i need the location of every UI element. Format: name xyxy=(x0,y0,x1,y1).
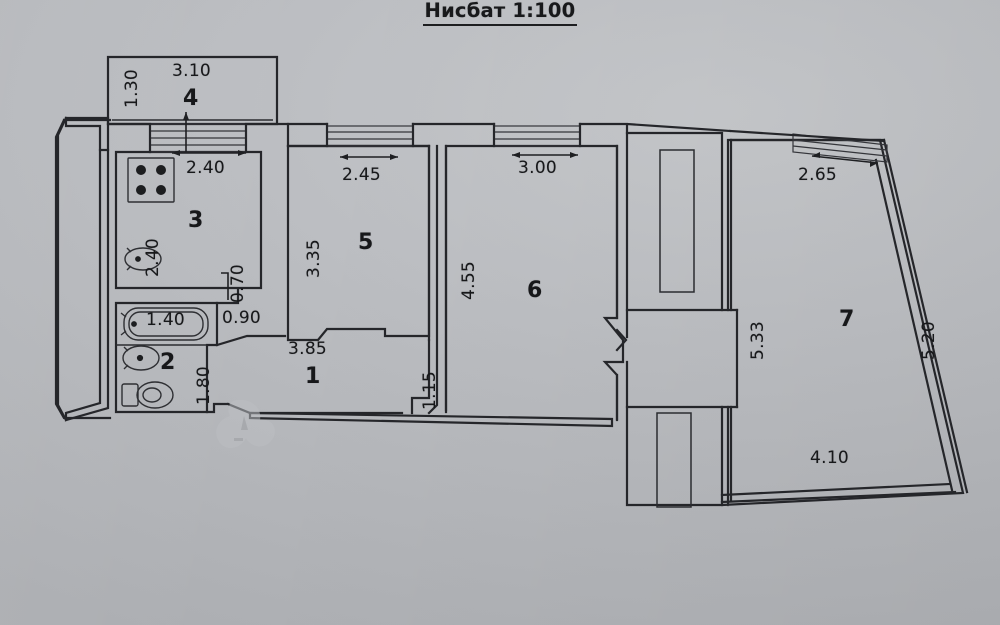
dim-room6-window: 3.00 xyxy=(518,158,558,178)
dim-arrow-head xyxy=(812,152,878,167)
dim-room5-depth: 3.35 xyxy=(304,238,324,278)
room-number-6: 6 xyxy=(527,278,543,303)
dim-room5-window: 2.45 xyxy=(342,165,382,185)
stove-icon xyxy=(127,157,175,203)
hall-notch xyxy=(410,338,431,415)
room-number-4: 4 xyxy=(183,86,199,111)
exterior-wall-left-inner xyxy=(64,148,110,422)
dim-arrow-head xyxy=(172,150,246,156)
room6-door-jog xyxy=(615,328,628,352)
exterior-wall-left-top-ledge xyxy=(64,116,102,152)
stove-burner xyxy=(156,185,166,195)
plan-title: Нисбат 1:100 xyxy=(0,0,1000,27)
stove-burner xyxy=(136,165,146,175)
plan-title-text: Нисбат 1:100 xyxy=(422,0,578,27)
left-wall-band xyxy=(54,118,112,420)
bathtub-drain xyxy=(131,321,137,327)
kitchen-sink-drain xyxy=(135,256,141,262)
dim-hall-notch: 1.15 xyxy=(420,370,440,410)
bathroom-sink-tap xyxy=(123,346,129,370)
bathtub-tap xyxy=(120,312,127,336)
dim-wc-door: 0.70 xyxy=(228,263,248,303)
dim-kitchen-window: 2.40 xyxy=(186,158,226,178)
room-number-2: 2 xyxy=(160,350,176,375)
kitchen-sink-tap xyxy=(126,247,132,271)
bathtub-inner xyxy=(128,311,204,337)
room5-room6-divider xyxy=(427,144,439,415)
window-room5-icon xyxy=(326,125,414,147)
room7-bottom-wall-inner xyxy=(720,482,952,497)
dim-balcony-depth: 1.30 xyxy=(122,68,142,108)
bathroom-sink-icon xyxy=(122,345,160,371)
room-number-5: 5 xyxy=(358,230,374,255)
bathroom-sink-drain xyxy=(136,354,144,362)
dim-room7-bottom: 4.10 xyxy=(810,448,850,468)
hall-outline xyxy=(205,288,404,415)
top-exterior-wall-3 xyxy=(728,129,886,143)
niche-top-outline xyxy=(625,131,724,312)
dim-arrow-head xyxy=(512,152,578,158)
dim-corridor-width: 0.90 xyxy=(222,308,262,328)
toilet-seat-icon xyxy=(142,387,162,403)
dim-room7-window: 2.65 xyxy=(798,165,838,185)
toilet-tank-icon xyxy=(121,383,139,407)
toilet-bowl-icon xyxy=(136,381,174,409)
corridor-bottom-wall xyxy=(248,411,614,428)
stove-burner xyxy=(156,165,166,175)
stove-burner xyxy=(136,185,146,195)
room7-outline xyxy=(720,138,965,507)
room-number-7: 7 xyxy=(839,307,855,332)
dim-bath-width: 1.80 xyxy=(194,365,214,405)
room7-bottom-wall xyxy=(720,490,957,504)
top-exterior-wall-2 xyxy=(286,122,732,135)
room-number-3: 3 xyxy=(188,208,204,233)
bathtub-icon xyxy=(123,307,209,341)
niche-bottom-inner xyxy=(656,412,692,508)
dim-room7-right: 5.20 xyxy=(919,320,939,360)
dim-balcony-width: 3.10 xyxy=(172,61,212,81)
dim-bath-tub: 1.40 xyxy=(146,310,186,330)
room-number-1: 1 xyxy=(305,364,321,389)
dim-kitchen-depth: 2.40 xyxy=(143,237,163,277)
window-room6-icon xyxy=(493,125,581,147)
dim-arrow-2-65 xyxy=(811,155,879,164)
room6-top-connector xyxy=(492,122,582,148)
room7-slant-wall xyxy=(882,138,969,494)
dim-hall-length: 3.85 xyxy=(288,339,328,359)
room5-top-connector xyxy=(325,122,415,148)
room7-slant-wall-inner xyxy=(874,158,954,492)
dim-leader-0-70 xyxy=(221,272,229,300)
dim-room7-left: 5.33 xyxy=(748,320,768,360)
kitchen-sink-icon xyxy=(124,247,162,271)
niche-top-inner xyxy=(659,149,695,293)
dim-room6-depth: 4.55 xyxy=(459,260,479,300)
window-room7-icon xyxy=(792,133,888,163)
dim-arrow-head xyxy=(183,112,189,120)
window-balcony-icon xyxy=(149,123,247,153)
niche-bottom-outline xyxy=(625,405,724,507)
